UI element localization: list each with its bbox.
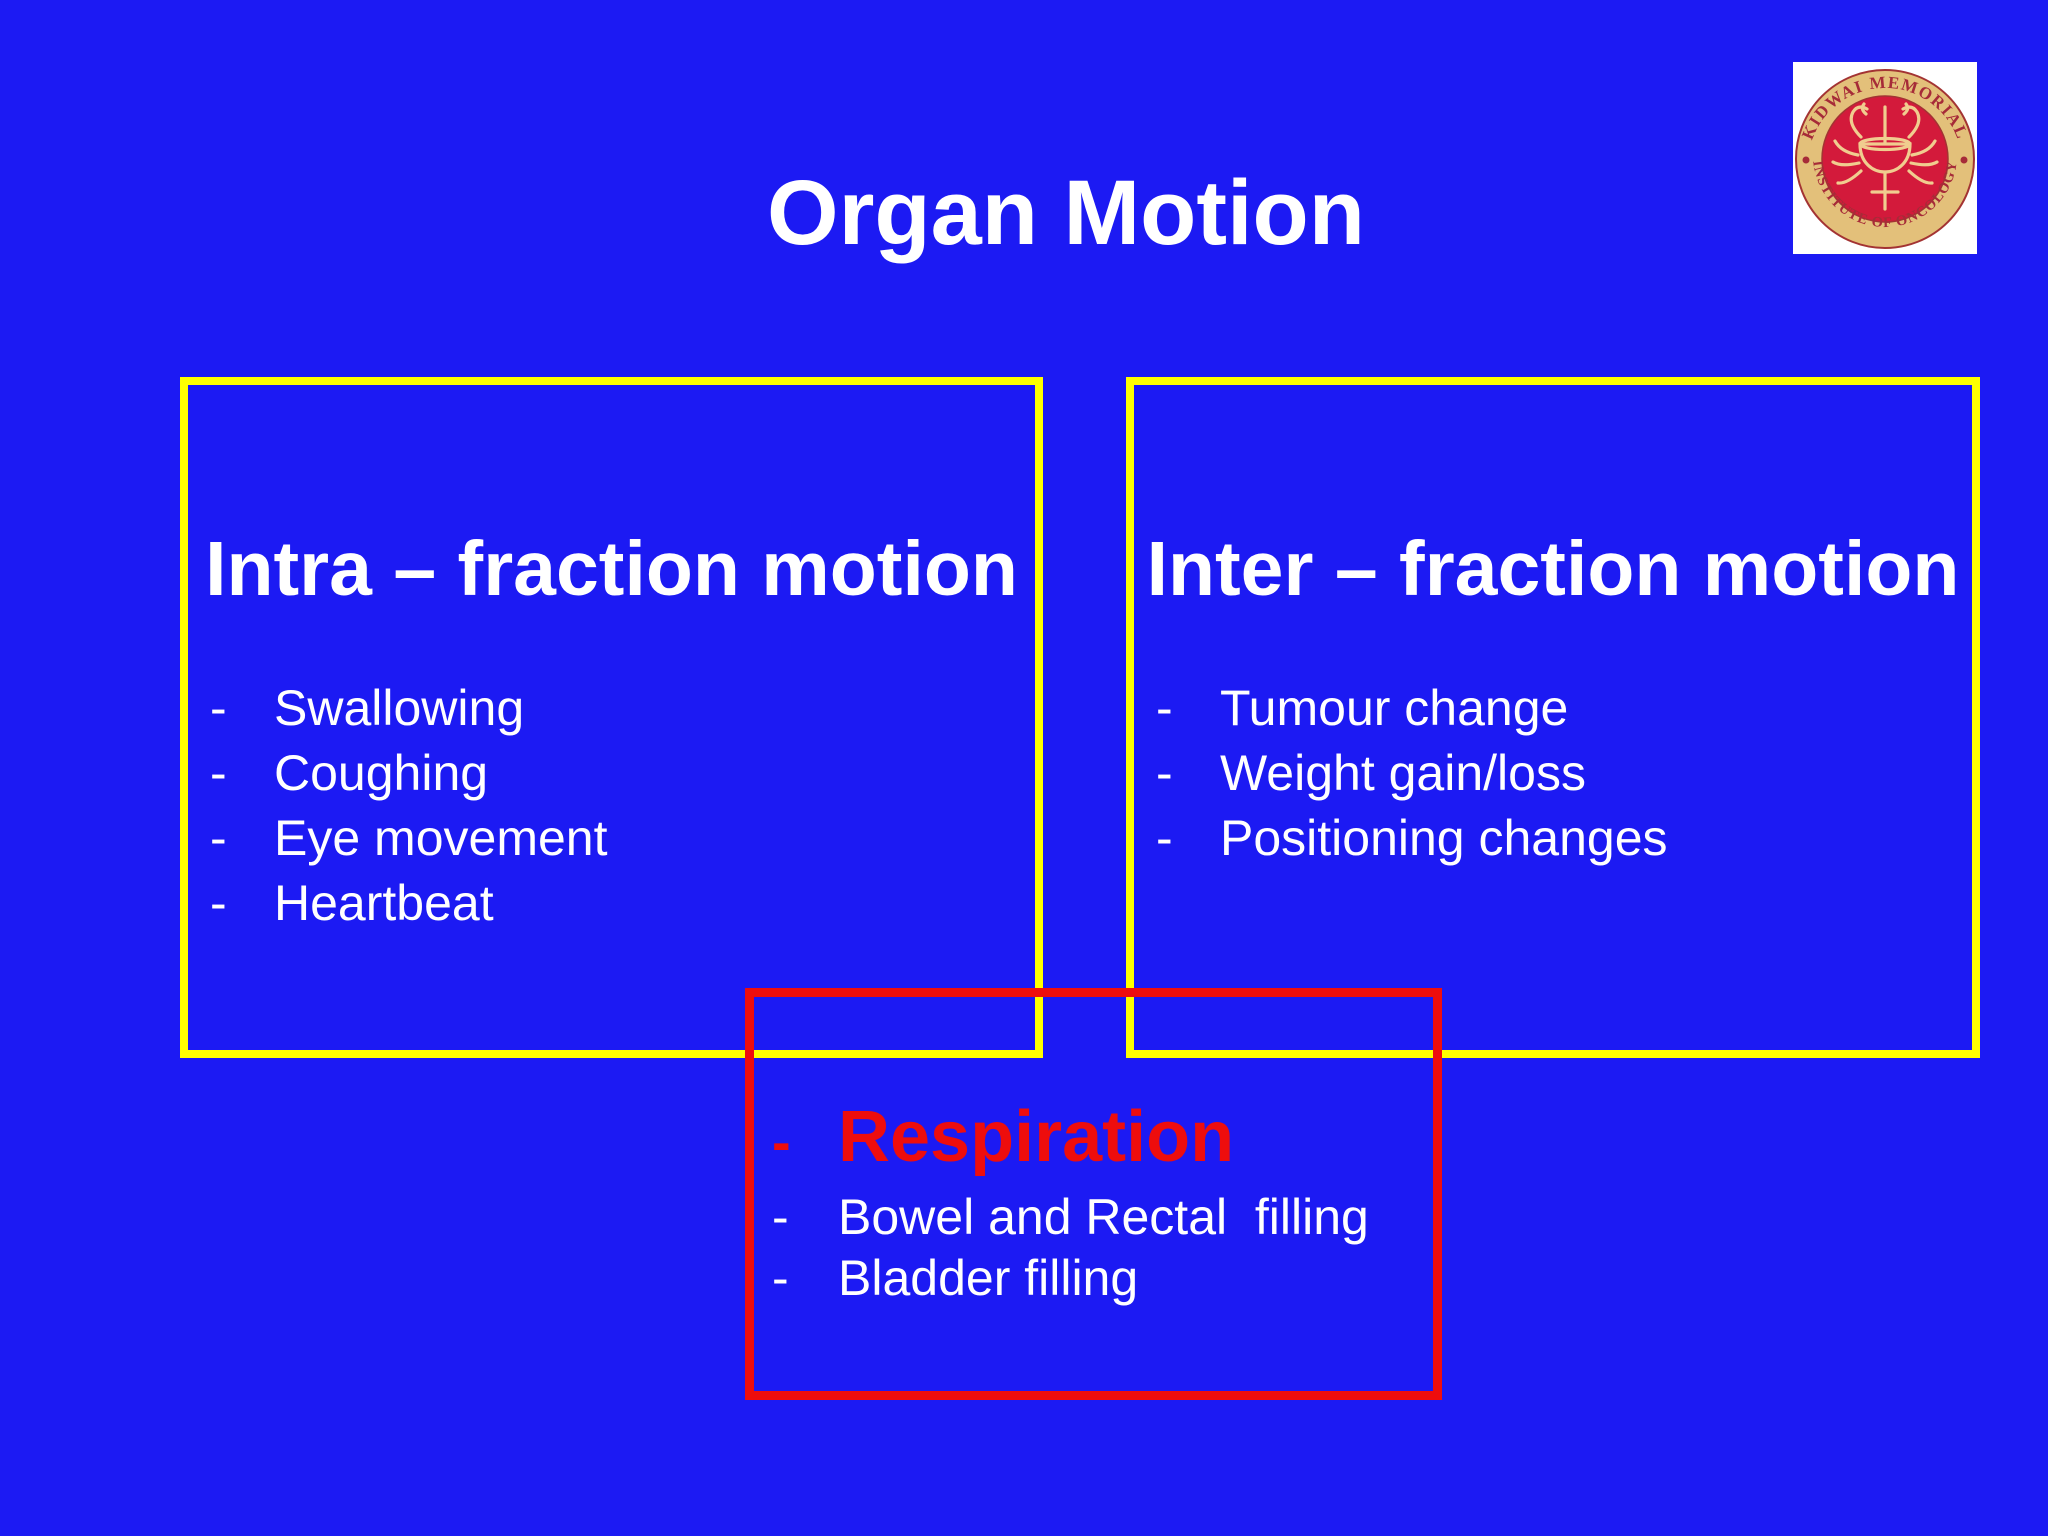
intra-bullet-list: - Swallowing - Coughing - Eye movement -…: [188, 676, 1035, 936]
item-label: Weight gain/loss: [1220, 745, 1586, 801]
bullet-dash: -: [210, 745, 227, 801]
overlap-bullet-list: - Respiration - Bowel and Rectal filling…: [754, 1094, 1433, 1309]
bullet-dash: -: [772, 1250, 789, 1306]
item-label: Bladder filling: [838, 1250, 1139, 1306]
bullet-dash: -: [210, 680, 227, 736]
list-item: - Heartbeat: [210, 871, 1035, 936]
institute-logo: KIDWAI MEMORIAL INSTITUTE OF ONCOLOGY: [1793, 62, 1977, 254]
list-item: - Weight gain/loss: [1156, 741, 1972, 806]
bullet-dash: -: [210, 875, 227, 931]
inter-fraction-box: Inter – fraction motion - Tumour change …: [1126, 377, 1980, 1058]
item-label: Coughing: [274, 745, 489, 801]
inter-box-title: Inter – fraction motion: [1146, 526, 1960, 612]
list-item: - Positioning changes: [1156, 806, 1972, 871]
bullet-dash: -: [210, 810, 227, 866]
item-label: Eye movement: [274, 810, 608, 866]
page-title: Organ Motion: [767, 162, 1365, 264]
respiration-item: - Respiration: [772, 1094, 1433, 1185]
list-item: - Swallowing: [210, 676, 1035, 741]
intra-fraction-box: Intra – fraction motion - Swallowing - C…: [180, 377, 1043, 1058]
item-label: Respiration: [838, 1097, 1235, 1177]
bullet-dash: -: [1156, 680, 1173, 736]
item-label: Heartbeat: [274, 875, 494, 931]
item-label: Bowel and Rectal filling: [838, 1189, 1369, 1245]
overlap-box: - Respiration - Bowel and Rectal filling…: [745, 988, 1442, 1400]
logo-right-dot: [1960, 156, 1968, 164]
intra-box-title: Intra – fraction motion: [205, 526, 1018, 612]
crab-icon: [1831, 102, 1939, 211]
bullet-dash: -: [772, 1189, 789, 1245]
list-item: - Bladder filling: [772, 1248, 1433, 1309]
item-label: Tumour change: [1220, 680, 1569, 736]
logo-seal: KIDWAI MEMORIAL INSTITUTE OF ONCOLOGY: [1795, 69, 1975, 249]
item-label: Positioning changes: [1220, 810, 1668, 866]
item-label: Swallowing: [274, 680, 525, 736]
inter-bullet-list: - Tumour change - Weight gain/loss - Pos…: [1134, 676, 1972, 871]
logo-left-dot: [1802, 156, 1810, 164]
bullet-dash: -: [1156, 810, 1173, 866]
list-item: - Bowel and Rectal filling: [772, 1187, 1433, 1248]
list-item: - Tumour change: [1156, 676, 1972, 741]
list-item: - Coughing: [210, 741, 1035, 806]
bullet-dash: -: [772, 1110, 791, 1173]
list-item: - Eye movement: [210, 806, 1035, 871]
bullet-dash: -: [1156, 745, 1173, 801]
